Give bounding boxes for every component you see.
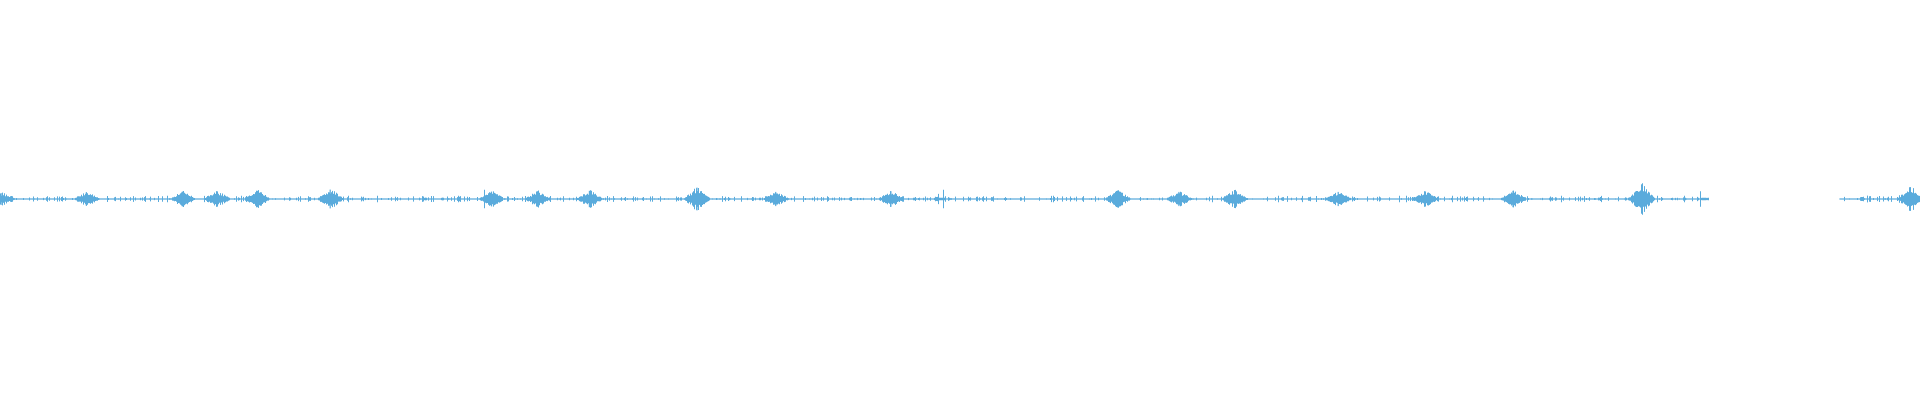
- waveform-samples: [0, 183, 1920, 215]
